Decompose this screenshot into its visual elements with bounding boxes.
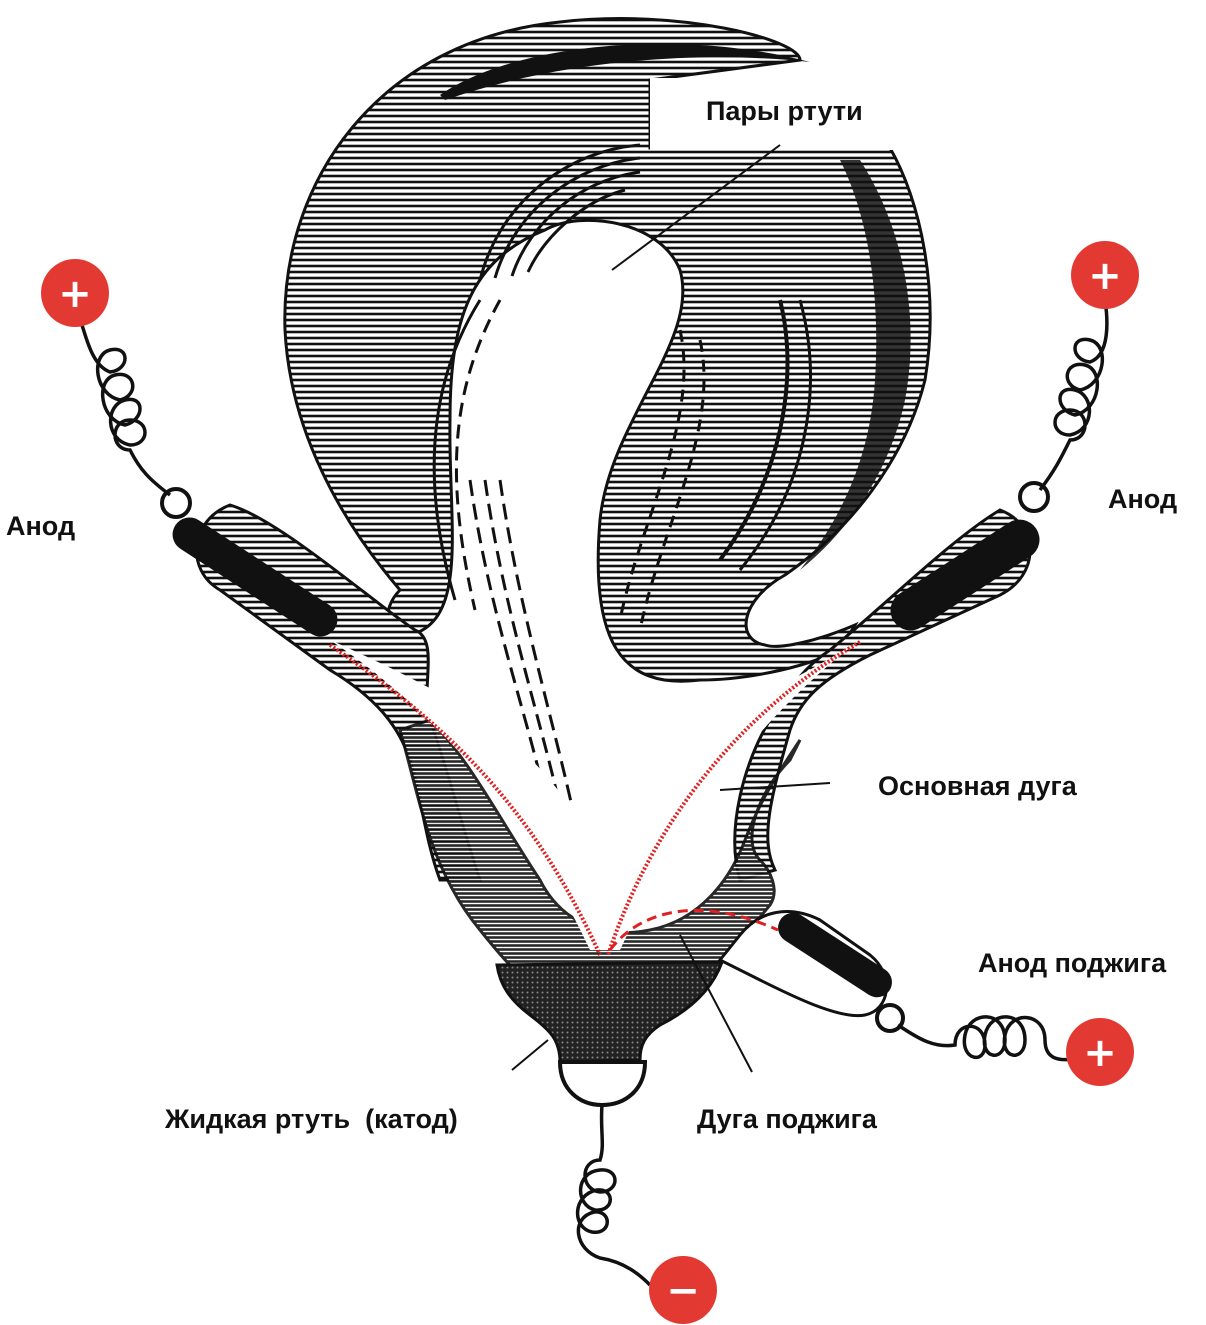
lower-body xyxy=(330,640,860,967)
leader-ignition-arc xyxy=(679,934,753,1073)
vapor-streak-7 xyxy=(638,339,706,631)
plus-circle-icon xyxy=(1071,241,1139,309)
label-main-arc: Основная дуга xyxy=(878,771,1078,801)
terminal-sign: + xyxy=(58,271,92,317)
vapor-label-box xyxy=(650,78,902,150)
right-anode-terminal: + xyxy=(1071,241,1139,309)
terminal-sign: − xyxy=(666,1268,700,1314)
terminal-sign: + xyxy=(1088,253,1122,299)
vapor-streak-5 xyxy=(498,479,582,846)
ignition-anode-arm xyxy=(717,910,905,1033)
left-anode-terminal: + xyxy=(41,259,109,327)
vapor-streak-2 xyxy=(454,299,502,611)
vapor-swirl-6 xyxy=(738,299,812,571)
label-mercury-vapor: Пары ртути xyxy=(706,96,863,126)
plus-circle-icon xyxy=(1066,1018,1134,1086)
ignition-anode-rod xyxy=(778,912,892,998)
leader-mercury-vapor xyxy=(611,144,781,271)
cathode-wire xyxy=(575,1104,652,1287)
vapor-swirl-4 xyxy=(526,188,626,273)
label-ignition-arc: Дуга поджига xyxy=(697,1104,878,1134)
main-arc xyxy=(328,640,862,956)
left-anode-rod xyxy=(172,517,338,637)
ignition-anode-wire xyxy=(897,1015,1081,1062)
vapor-streak-3 xyxy=(468,479,552,821)
cathode-cup xyxy=(557,1060,648,1108)
bulb-dome xyxy=(283,17,932,683)
lower-body-glass xyxy=(398,718,802,967)
terminal-sign: + xyxy=(1083,1030,1117,1076)
main-arc-left xyxy=(328,643,602,956)
vapor-streak-6 xyxy=(618,329,686,621)
right-anode-wire xyxy=(1038,299,1109,492)
label-liquid-mercury: Жидкая ртуть (катод) xyxy=(164,1104,458,1134)
minus-circle-icon xyxy=(649,1256,717,1324)
leader-liquid-mercury xyxy=(511,1039,549,1071)
vapor-swirl-2 xyxy=(493,156,641,279)
vapor-streak-1 xyxy=(432,299,482,601)
vapor-swirl-5 xyxy=(718,299,790,562)
left-anode-wire xyxy=(78,319,172,497)
dome-shadow xyxy=(800,160,911,570)
label-anode-left: Анод xyxy=(6,511,75,541)
dome-crescent xyxy=(440,43,810,100)
cathode-pool xyxy=(495,960,725,1108)
vapor-swirl-1 xyxy=(478,143,641,281)
leader-main-arc xyxy=(719,782,831,791)
right-anode-rod xyxy=(890,519,1040,631)
cathode-terminal: − xyxy=(649,1256,717,1324)
vapor-swirl-3 xyxy=(510,170,641,277)
label-ignition-anode: Анод поджига xyxy=(978,948,1167,978)
glass-bulb xyxy=(283,17,932,846)
arc-chamber xyxy=(330,640,860,950)
liquid-mercury xyxy=(495,960,725,1064)
ignition-anode-cap xyxy=(875,1003,905,1033)
label-anode-right: Анод xyxy=(1108,484,1177,514)
main-arc-right xyxy=(606,640,862,956)
ignition-arc xyxy=(608,908,779,951)
plus-circle-icon xyxy=(41,259,109,327)
ignition-anode-terminal: + xyxy=(1066,1018,1134,1086)
